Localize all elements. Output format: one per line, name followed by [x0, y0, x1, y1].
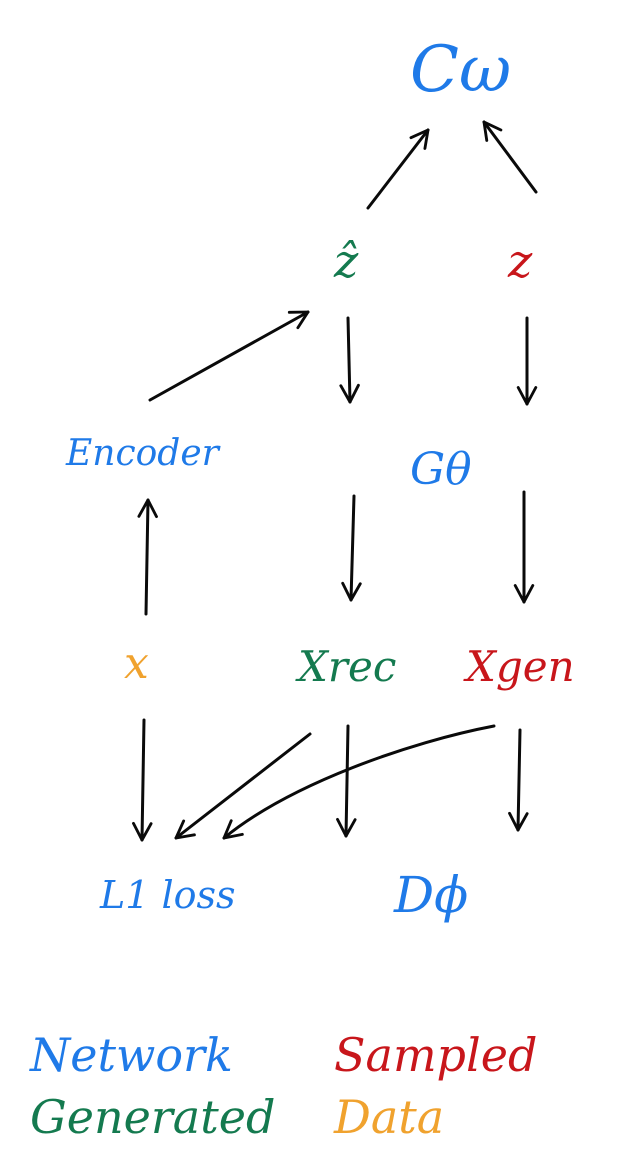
arrow-xrec-to-l1loss: [174, 732, 312, 840]
legend-data: Data: [334, 1090, 445, 1144]
node-xrec: Xrec: [298, 642, 397, 691]
arrow-encoder-to-zhat: [148, 310, 310, 402]
arrow-zhat-to-cw: [366, 128, 430, 210]
arrow-x-to-l1loss: [132, 718, 153, 842]
node-xgen: Xgen: [466, 642, 575, 691]
legend-sampled: Sampled: [334, 1028, 538, 1082]
node-generator: Gθ: [410, 444, 472, 495]
arrow-zhat-to-g: [339, 316, 360, 404]
arrow-xgen-to-l1loss: [222, 724, 496, 840]
node-l1-loss: L1 loss: [100, 873, 236, 917]
node-zhat: ẑ: [334, 234, 359, 288]
node-cw: Cω: [410, 33, 512, 107]
arrow-xrec-to-d: [336, 724, 357, 838]
arrow-xgen-to-d: [508, 728, 529, 832]
node-z: z: [508, 234, 533, 288]
node-discriminator: Dϕ: [394, 866, 469, 924]
arrow-z-to-cw: [482, 120, 538, 194]
legend-generated: Generated: [30, 1090, 276, 1144]
node-encoder: Encoder: [66, 433, 219, 474]
legend-network: Network: [30, 1028, 233, 1082]
arrow-g-to-xrec: [341, 494, 362, 602]
arrow-x-to-encoder: [137, 498, 158, 616]
node-x: x: [124, 638, 149, 689]
